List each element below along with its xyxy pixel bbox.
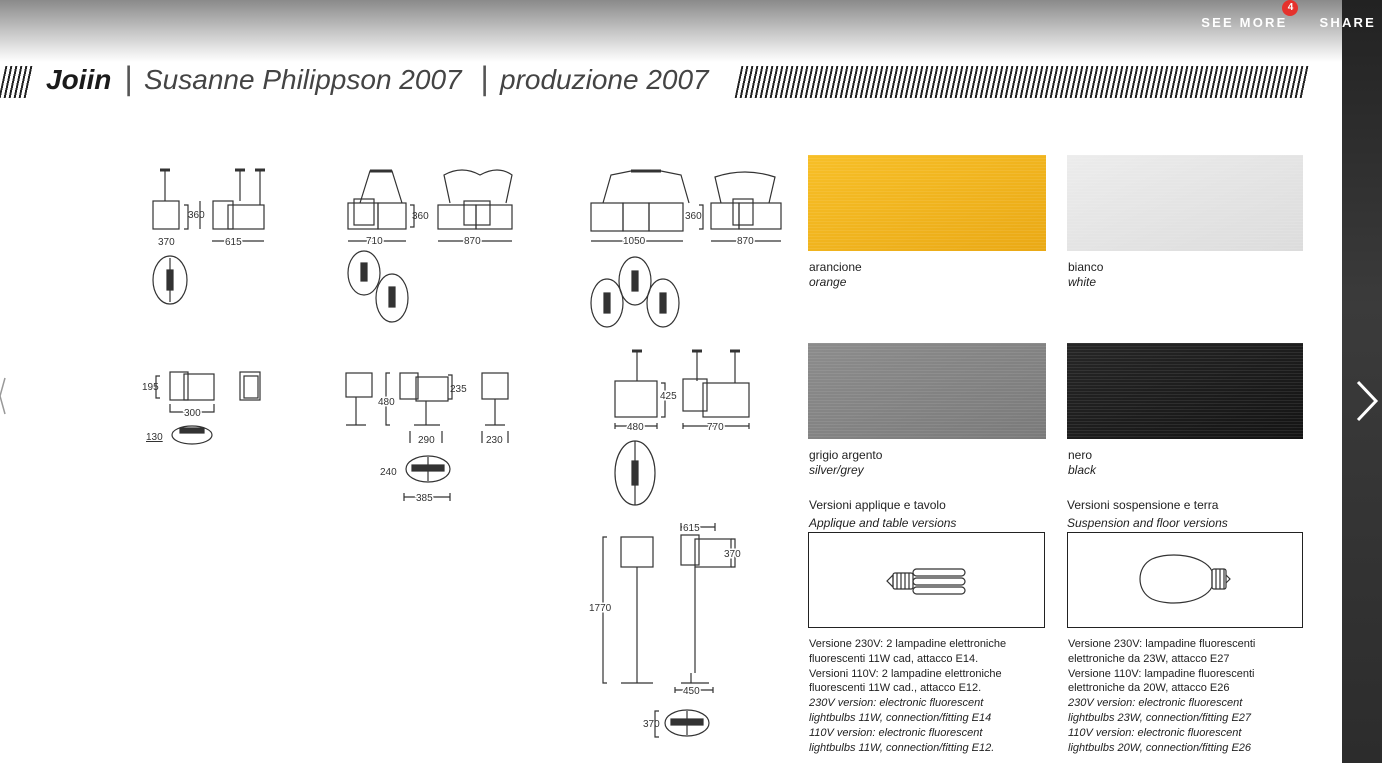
fluorescent-bulb-icon — [886, 568, 966, 595]
title-production: produzione 2007 — [500, 64, 709, 95]
pendant-small-drawing: 360 370 615 — [152, 168, 265, 305]
dim-label: 425 — [660, 391, 677, 402]
dim-label: 615 — [225, 237, 242, 248]
chevron-left-edge-icon[interactable] — [0, 376, 6, 416]
wall-lamp-drawing: 195 300 130 — [142, 371, 261, 445]
dim-label: 710 — [366, 236, 383, 247]
title-designer: Susanne Philippson 2007 — [144, 64, 462, 95]
dim-label: 450 — [683, 686, 700, 697]
top-toolbar: SEE MORE 4 SHARE — [1201, 0, 1382, 44]
right-side-bar — [1342, 0, 1382, 763]
top-shade — [0, 0, 1382, 62]
dim-label: 360 — [412, 211, 429, 222]
dim-label: 370 — [724, 549, 741, 560]
applique-specs: Versione 230V: 2 lampadine elettroniche … — [809, 638, 1007, 754]
page-title: Joiin | Susanne Philippson 2007 | produz… — [0, 58, 1310, 102]
suspension-versions-heading: Versioni sospensione e terra Suspension … — [1067, 498, 1228, 530]
table-lamp-drawing: 480 235 290 230 240 385 — [345, 372, 509, 506]
dim-label: 615 — [683, 523, 700, 534]
catalog-page: Joiin | Susanne Philippson 2007 | produz… — [0, 58, 1310, 754]
notification-badge: 4 — [1282, 0, 1299, 16]
color-swatch-orange — [808, 155, 1046, 251]
see-more-button[interactable]: SEE MORE 4 — [1201, 0, 1299, 30]
dim-label: 870 — [464, 236, 481, 247]
dim-label: 300 — [184, 408, 201, 419]
dim-label: 230 — [486, 435, 503, 446]
dim-label: 235 — [450, 384, 467, 395]
dim-label: 870 — [737, 236, 754, 247]
dim-label: 195 — [142, 382, 159, 393]
dim-label: 240 — [380, 467, 397, 478]
title-separator: | — [480, 60, 489, 96]
color-swatch-black — [1067, 343, 1303, 439]
title-product: Joiin — [46, 64, 112, 95]
dim-label: 1770 — [589, 603, 612, 614]
suspension-bulb-box — [1067, 532, 1303, 628]
dim-label: 370 — [643, 719, 660, 730]
chevron-right-icon[interactable] — [1350, 378, 1380, 424]
suspension-specs: Versione 230V: lampadine fluorescenti el… — [1068, 638, 1256, 754]
applique-versions-heading: Versioni applique e tavolo Applique and … — [809, 498, 957, 530]
color-swatch-silver-grey — [808, 343, 1046, 439]
title-separator: | — [124, 60, 133, 96]
floor-lamp-drawing: 425 480 770 615 370 1770 450 370 — [588, 349, 750, 738]
applique-bulb-box — [808, 532, 1045, 628]
dim-label: 1050 — [623, 236, 646, 247]
dim-label: 370 — [158, 237, 175, 248]
color-swatch-white — [1067, 155, 1303, 251]
pendant-medium-drawing: 360 710 870 — [347, 169, 513, 323]
dim-label: 385 — [416, 493, 433, 504]
dim-label: 360 — [188, 210, 205, 221]
share-button[interactable]: SHARE — [1319, 14, 1376, 30]
dim-label: 290 — [418, 435, 435, 446]
title-hatch-left — [0, 66, 34, 98]
pendant-large-drawing: 360 1050 870 — [590, 169, 782, 328]
globe-bulb-icon — [1139, 554, 1231, 604]
dim-label: 360 — [685, 211, 702, 222]
dim-label: 480 — [378, 397, 395, 408]
dim-label: 130 — [146, 432, 163, 443]
dim-label: 770 — [707, 422, 724, 433]
dim-label: 480 — [627, 422, 644, 433]
title-hatch-right — [734, 66, 1310, 98]
